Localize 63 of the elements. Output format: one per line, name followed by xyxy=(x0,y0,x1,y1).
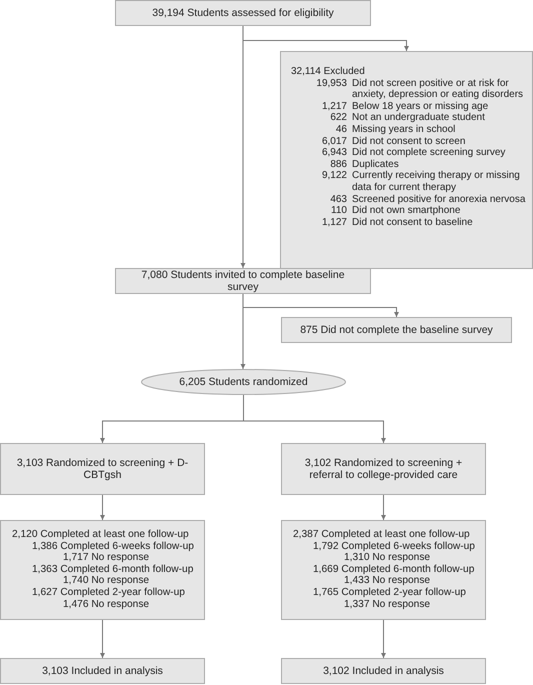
reason-text: Currently receiving therapy or missing data for current therapy xyxy=(352,170,521,194)
reason-text: Did not own smartphone xyxy=(352,205,462,217)
process-box xyxy=(280,51,533,269)
follow-up-text: 1,476 No response xyxy=(63,598,150,610)
arrow xyxy=(381,620,386,658)
follow-up-text: 1,740 No response xyxy=(63,575,150,587)
arrow xyxy=(100,620,105,658)
process-box xyxy=(0,443,205,495)
box-text: 39,194 Students assessed for eligibility xyxy=(151,7,335,19)
count-text: 9,122 xyxy=(320,170,347,184)
box-text: 3,103 Included in analysis xyxy=(41,665,164,677)
count-text: 886 xyxy=(329,158,347,170)
reason-text: Below 18 years or missing age xyxy=(352,100,490,112)
box-text: 3,103 Randomized to screening + D-CBTgsh xyxy=(16,457,190,481)
reason-text: Missing years in school xyxy=(352,124,456,136)
reason-text: Screened positive for anorexia nervosa xyxy=(352,194,526,206)
process-box xyxy=(281,317,512,343)
count-text: 46 xyxy=(334,124,347,136)
count-text: 19,953 xyxy=(315,78,347,91)
reason-text: Did not consent to baseline xyxy=(352,216,474,228)
follow-up-text: 2,120 Completed at least one follow-up xyxy=(12,529,189,541)
process-box xyxy=(0,520,205,620)
follow-up-text: 1,765 Completed 2-year follow-up xyxy=(313,586,466,599)
process-ellipse xyxy=(141,369,346,395)
process-box xyxy=(115,268,371,294)
box-text: 7,080 Students invited to complete baseline survey xyxy=(140,269,346,293)
process-box xyxy=(281,520,486,620)
follow-up-text: 1,627 Completed 2-year follow-up xyxy=(32,586,185,599)
count-text: 6,017 xyxy=(320,136,347,148)
count-text: 6,943 xyxy=(320,147,347,159)
arrow xyxy=(240,26,246,268)
count-text: 463 xyxy=(329,194,347,206)
follow-up-text: 1,386 Completed 6-weeks follow-up xyxy=(32,540,194,552)
reason-text: Did not consent to screen xyxy=(352,136,466,148)
process-box xyxy=(0,658,205,684)
arrow xyxy=(240,294,246,370)
reason-text: Did not complete screening survey xyxy=(352,147,506,159)
count-text: 110 xyxy=(330,205,347,217)
process-box xyxy=(281,443,486,495)
count-text: 622 xyxy=(329,112,347,124)
reason-text: Not an undergraduate student xyxy=(352,112,486,124)
process-box xyxy=(281,658,486,684)
reason-text: Did not screen positive or at risk for anxiety, depression or eating disorders xyxy=(352,78,524,101)
follow-up-text: 1,363 Completed 6-month follow-up xyxy=(32,564,194,576)
follow-up-text: 1,792 Completed 6-weeks follow-up xyxy=(313,540,475,552)
count-text: 1,217 xyxy=(320,100,347,112)
follow-up-text: 1,433 No response xyxy=(344,575,430,587)
follow-up-text: 1,337 No response xyxy=(344,598,430,610)
follow-up-text: 2,387 Completed at least one follow-up xyxy=(293,529,470,541)
follow-up-text: 1,310 No response xyxy=(344,552,430,564)
arrow xyxy=(243,394,386,444)
box-text: 3,102 Included in analysis xyxy=(322,665,445,677)
reason-text: Duplicates xyxy=(352,158,400,170)
count-text: 1,127 xyxy=(320,216,347,228)
arrow xyxy=(100,494,105,520)
arrow xyxy=(381,494,386,520)
box-text: 6,205 Students randomized xyxy=(178,376,309,388)
process-box xyxy=(115,0,371,26)
box-text: 3,102 Randomized to screening + referral to college-provided care xyxy=(304,457,464,481)
follow-up-text: 1,717 No response xyxy=(63,552,150,564)
box-text: 875 Did not complete the baseline survey xyxy=(299,324,494,336)
box-heading: 32,114 Excluded xyxy=(291,66,366,78)
follow-up-text: 1,669 Completed 6-month follow-up xyxy=(313,564,474,576)
